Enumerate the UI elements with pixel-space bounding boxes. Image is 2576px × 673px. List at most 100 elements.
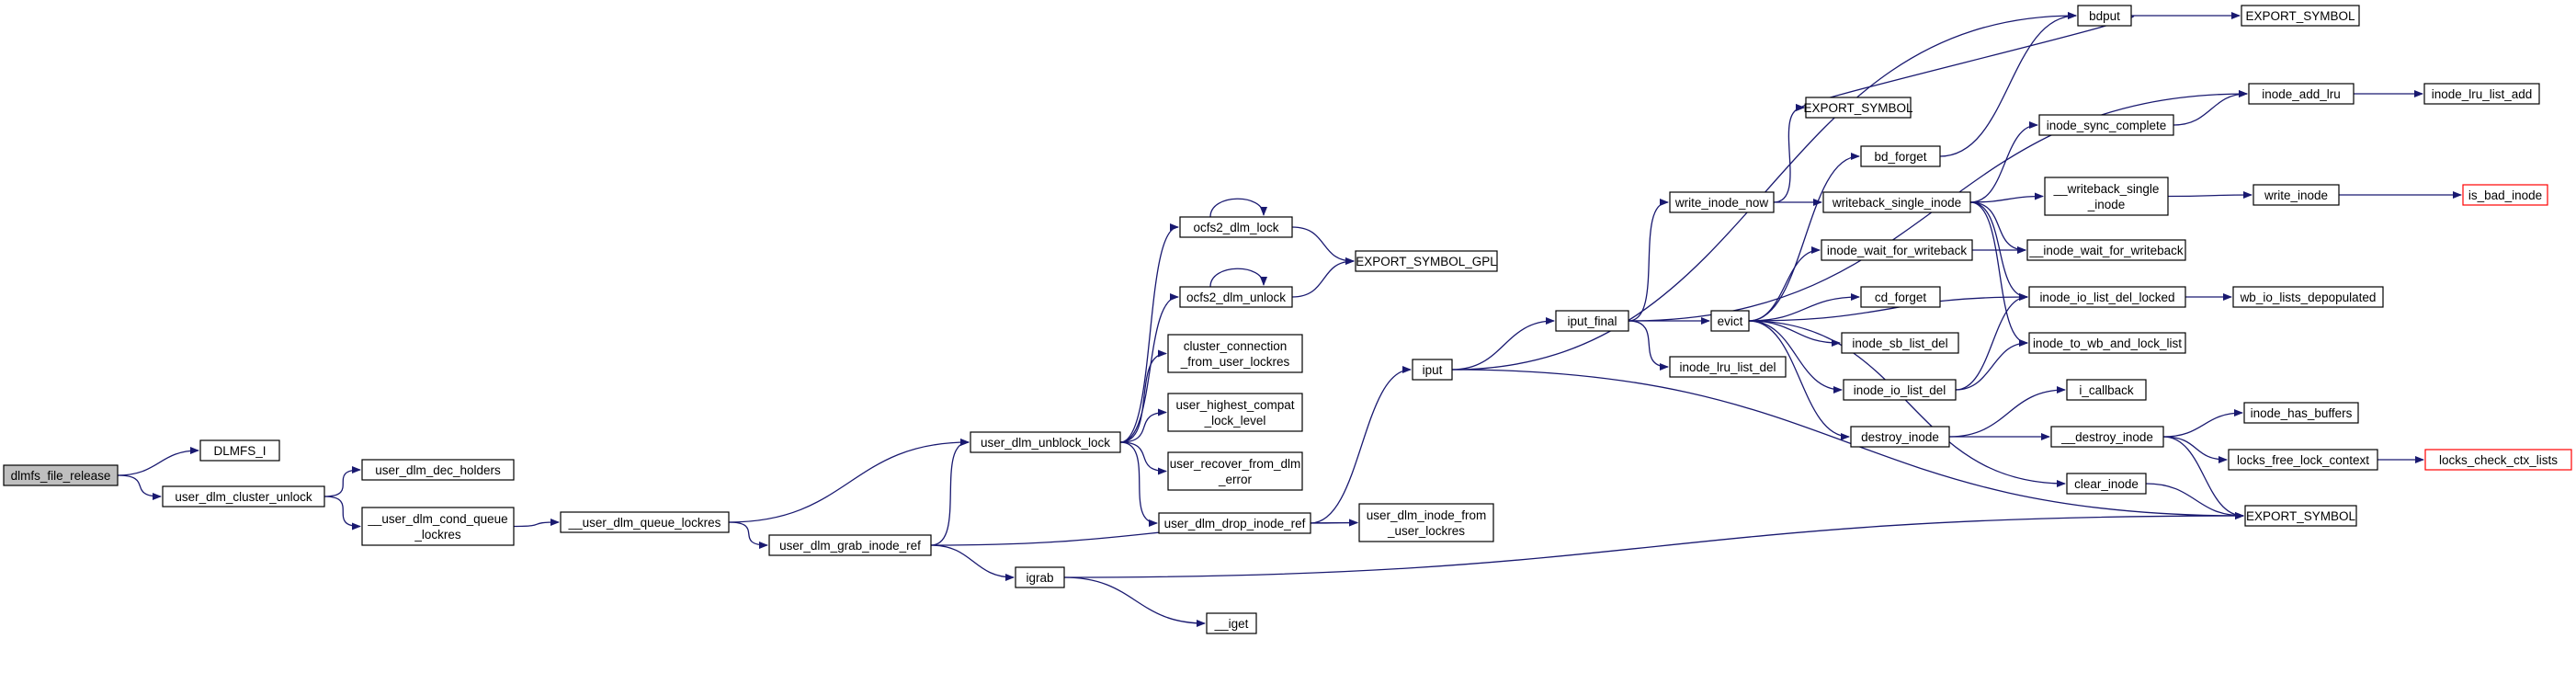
node-box xyxy=(2028,332,2186,354)
node-inode-sb-list-del[interactable]: inode_sb_list_del xyxy=(1841,332,1959,354)
node-user-dlm-queue-lockres[interactable]: __user_dlm_queue_lockres xyxy=(560,511,730,533)
node-user-dlm-cluster-unlock[interactable]: user_dlm_cluster_unlock xyxy=(162,485,325,508)
node-user-dlm-dec-holders[interactable]: user_dlm_dec_holders xyxy=(361,459,515,481)
edge-destroy-inode-to-export-symbol-bot xyxy=(2162,436,2244,519)
node-box xyxy=(2026,239,2186,261)
node-evict[interactable]: evict xyxy=(1710,310,1750,332)
node-box xyxy=(2038,114,2174,136)
node-inode-wait-for-writeback[interactable]: __inode_wait_for_writeback xyxy=(2026,239,2186,261)
node-iget[interactable]: __iget xyxy=(1206,612,1257,634)
node-iput[interactable]: iput xyxy=(1412,359,1453,381)
edge-user-dlm-unblock-lock-to-user-dlm-drop-inode-ref xyxy=(1119,441,1158,527)
node-iput-final[interactable]: iput_final xyxy=(1555,310,1629,332)
node-label: bd_forget xyxy=(1874,150,1926,164)
node-box xyxy=(1158,512,1311,534)
node-ocfs2-dlm-unlock[interactable]: ocfs2_dlm_unlock xyxy=(1179,286,1293,308)
node-inode-sync-complete[interactable]: inode_sync_complete xyxy=(2038,114,2174,136)
node-inode-has-buffers[interactable]: inode_has_buffers xyxy=(2243,402,2359,424)
edge-ocfs2-dlm-lock-to-export-symbol-gpl xyxy=(1291,226,1355,265)
node-inode-lru-list-add[interactable]: inode_lru_list_add xyxy=(2423,83,2540,105)
edge-evict-to-inode-wait-for-writeback xyxy=(1748,246,1821,322)
node-ocfs2-dlm-lock[interactable]: ocfs2_dlm_lock xyxy=(1179,216,1293,238)
node-i-callback[interactable]: i_callback xyxy=(2066,379,2147,401)
node-writeback-single-inode[interactable]: __writeback_single_inode xyxy=(2044,177,2169,216)
node-user-dlm-grab-inode-ref[interactable]: user_dlm_grab_inode_ref xyxy=(768,534,932,556)
node-export-symbol-gpl[interactable]: EXPORT_SYMBOL_GPL xyxy=(1355,250,1498,272)
node-label: inode_lru_list_del xyxy=(1679,360,1776,374)
node-user-dlm-inode-from-user-lockres[interactable]: user_dlm_inode_from _user_lockres xyxy=(1358,503,1494,542)
edge-bd-forget-to-bdput xyxy=(1939,12,2077,157)
node-label: iput_final xyxy=(1567,314,1617,328)
node-is-bad-inode[interactable]: is_bad_inode xyxy=(2462,184,2548,206)
node-cluster-connection-from-user-lockres[interactable]: cluster_connection_from_user_lockres xyxy=(1167,334,1303,373)
node-igrab[interactable]: igrab xyxy=(1015,566,1065,588)
node-label: dlmfs_file_release xyxy=(11,469,111,483)
node-inode-wait-for-writeback[interactable]: inode_wait_for_writeback xyxy=(1821,239,1973,261)
node-box xyxy=(2066,379,2147,401)
edge-igrab-to-export-symbol-bot xyxy=(1063,512,2244,578)
node-box xyxy=(1860,286,1941,308)
node-inode-io-list-del-locked[interactable]: inode_io_list_del_locked xyxy=(2028,286,2186,308)
node-label: EXPORT_SYMBOL_GPL xyxy=(1356,255,1497,268)
node-box xyxy=(1015,566,1065,588)
node-box xyxy=(1206,612,1257,634)
node-export-symbol-bot[interactable]: EXPORT_SYMBOL xyxy=(2244,505,2357,527)
node-bd-forget[interactable]: bd_forget xyxy=(1860,145,1941,167)
node-label: user_dlm_drop_inode_ref xyxy=(1164,517,1306,530)
node-destroy-inode[interactable]: __destroy_inode xyxy=(2050,426,2164,448)
edge-user-dlm-queue-lockres-to-user-dlm-grab-inode-ref xyxy=(728,521,768,549)
node-label: user_dlm_inode_from xyxy=(1367,508,1487,522)
node-label: locks_check_ctx_lists xyxy=(2439,453,2558,467)
node-box xyxy=(1669,191,1775,213)
node-label: ocfs2_dlm_lock xyxy=(1193,221,1278,234)
node-box xyxy=(2423,83,2540,105)
edge-user-dlm-drop-inode-ref-to-iput xyxy=(1310,366,1412,524)
node-write-inode[interactable]: write_inode xyxy=(2253,184,2340,206)
node-label: _user_lockres xyxy=(1387,524,1465,538)
node-writeback-single-inode[interactable]: writeback_single_inode xyxy=(1822,191,1971,213)
node-write-inode-now[interactable]: write_inode_now xyxy=(1669,191,1775,213)
node-export-symbol-top[interactable]: EXPORT_SYMBOL xyxy=(1803,97,1913,119)
node-destroy-inode[interactable]: destroy_inode xyxy=(1850,426,1950,448)
node-inode-to-wb-and-lock-list[interactable]: inode_to_wb_and_lock_list xyxy=(2028,332,2186,354)
edge-evict-to-inode-io-list-del xyxy=(1748,320,1843,394)
node-label: __user_dlm_cond_queue xyxy=(367,512,507,526)
edge-inode-io-list-del-to-inode-to-wb-and-lock-list xyxy=(1955,339,2028,391)
node-inode-add-lru[interactable]: inode_add_lru xyxy=(2248,83,2355,105)
node-user-highest-compat-lock-level[interactable]: user_highest_compat _lock_level xyxy=(1167,393,1303,432)
node-inode-lru-list-del[interactable]: inode_lru_list_del xyxy=(1669,356,1787,378)
edge-iput-to-iput-final xyxy=(1451,317,1555,371)
node-box xyxy=(1843,379,1957,401)
edge-user-dlm-unblock-lock-to-ocfs2-dlm-lock xyxy=(1119,223,1179,443)
edge-user-dlm-cond-queue-lockres-to-user-dlm-queue-lockres xyxy=(513,519,560,528)
edge-dlmfs-file-release-to-user-dlm-cluster-unlock xyxy=(117,474,162,500)
node-label: user_highest_compat xyxy=(1175,398,1294,412)
edge-user-dlm-unblock-lock-to-cluster-connection-from-user-lockres xyxy=(1119,349,1167,443)
node-bdput[interactable]: bdput xyxy=(2077,5,2132,27)
node-dlmfs-i[interactable]: DLMFS_I xyxy=(199,439,280,462)
node-box xyxy=(2228,449,2378,471)
node-user-dlm-cond-queue-lockres[interactable]: __user_dlm_cond_queue_lockres xyxy=(361,507,515,546)
edge-inode-sync-complete-to-inode-add-lru xyxy=(2173,90,2248,126)
node-user-recover-from-dlm-error[interactable]: user_recover_from_dlm _error xyxy=(1167,451,1303,491)
node-box xyxy=(199,439,280,462)
node-dlmfs-file-release[interactable]: dlmfs_file_release xyxy=(3,464,119,486)
node-label: _error xyxy=(1218,473,1253,486)
node-cd-forget[interactable]: cd_forget xyxy=(1860,286,1941,308)
node-inode-io-list-del[interactable]: inode_io_list_del xyxy=(1843,379,1957,401)
node-clear-inode[interactable]: clear_inode xyxy=(2066,473,2147,495)
node-wb-io-lists-depopulated[interactable]: wb_io_lists_depopulated xyxy=(2232,286,2384,308)
node-label: _lock_level xyxy=(1204,414,1266,428)
node-label: __writeback_single xyxy=(2053,182,2160,196)
node-locks-check-ctx-lists[interactable]: locks_check_ctx_lists xyxy=(2424,449,2572,471)
node-label: __user_dlm_queue_lockres xyxy=(568,516,721,530)
node-label: inode_sb_list_del xyxy=(1852,336,1947,350)
node-user-dlm-drop-inode-ref[interactable]: user_dlm_drop_inode_ref xyxy=(1158,512,1311,534)
node-label: user_recover_from_dlm xyxy=(1170,457,1301,471)
node-user-dlm-unblock-lock[interactable]: user_dlm_unblock_lock xyxy=(970,431,1121,453)
node-box xyxy=(1821,239,1973,261)
node-box xyxy=(2028,286,2186,308)
node-export-symbol-mid[interactable]: EXPORT_SYMBOL xyxy=(2241,5,2360,27)
node-locks-free-lock-context[interactable]: locks_free_lock_context xyxy=(2228,449,2378,471)
node-label: evict xyxy=(1718,314,1743,328)
